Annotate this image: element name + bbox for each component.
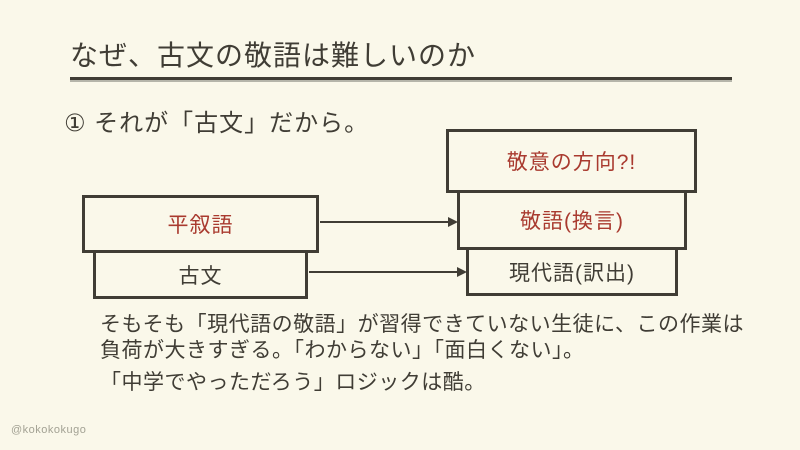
box-kobun-label: 古文 <box>178 264 223 288</box>
box-keii-direction-label: 敬意の方向?! <box>506 151 637 174</box>
box-heijogo-label: 平叙語 <box>167 214 234 237</box>
body-paragraph-2: 「中学でやっただろう」ロジックは酷。 <box>100 371 486 394</box>
box-keii-direction: 敬意の方向?! <box>446 129 697 193</box>
arrow-kobun-to-gendaigo <box>309 267 467 277</box>
box-keigo: 敬語(換言) <box>457 190 687 250</box>
box-heijogo: 平叙語 <box>82 195 319 253</box>
slide-title: なぜ、古文の敬語は難しいのか <box>70 40 477 71</box>
point-1-heading: ① それが「古文」だから。 <box>64 110 370 137</box>
box-kobun: 古文 <box>93 250 308 299</box>
box-gendaigo-label: 現代語(訳出) <box>509 261 635 285</box>
box-gendaigo: 現代語(訳出) <box>466 247 678 296</box>
watermark-handle: @kokokokugo <box>11 424 87 436</box>
arrow-heijogo-to-keigo <box>320 217 458 227</box>
body-text-block: そもそも「現代語の敬語」が習得できていない生徒に、この作業は負荷が大きすぎる。「… <box>100 312 762 396</box>
body-paragraph-1: そもそも「現代語の敬語」が習得できていない生徒に、この作業は負荷が大きすぎる。「… <box>100 313 744 362</box>
box-keigo-label: 敬語(換言) <box>520 210 624 233</box>
title-underline <box>70 77 732 82</box>
